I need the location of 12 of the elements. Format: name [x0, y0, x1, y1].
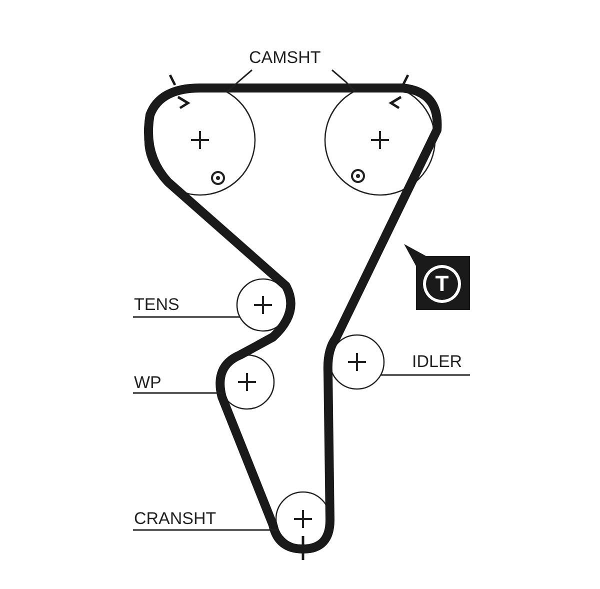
part-label: TENS — [134, 295, 180, 315]
part-label: WP — [134, 373, 162, 393]
leader-line — [133, 392, 222, 394]
part-label: IDLER — [412, 352, 462, 372]
leader-line — [133, 316, 240, 318]
tensioner-sign: T — [404, 244, 470, 310]
leader-line — [133, 529, 278, 531]
leader-line — [380, 374, 470, 376]
part-label: CRANSHT — [134, 509, 216, 529]
leader-line — [332, 69, 356, 92]
leader-line — [226, 69, 252, 93]
part-label: CAMSHT — [249, 48, 321, 68]
